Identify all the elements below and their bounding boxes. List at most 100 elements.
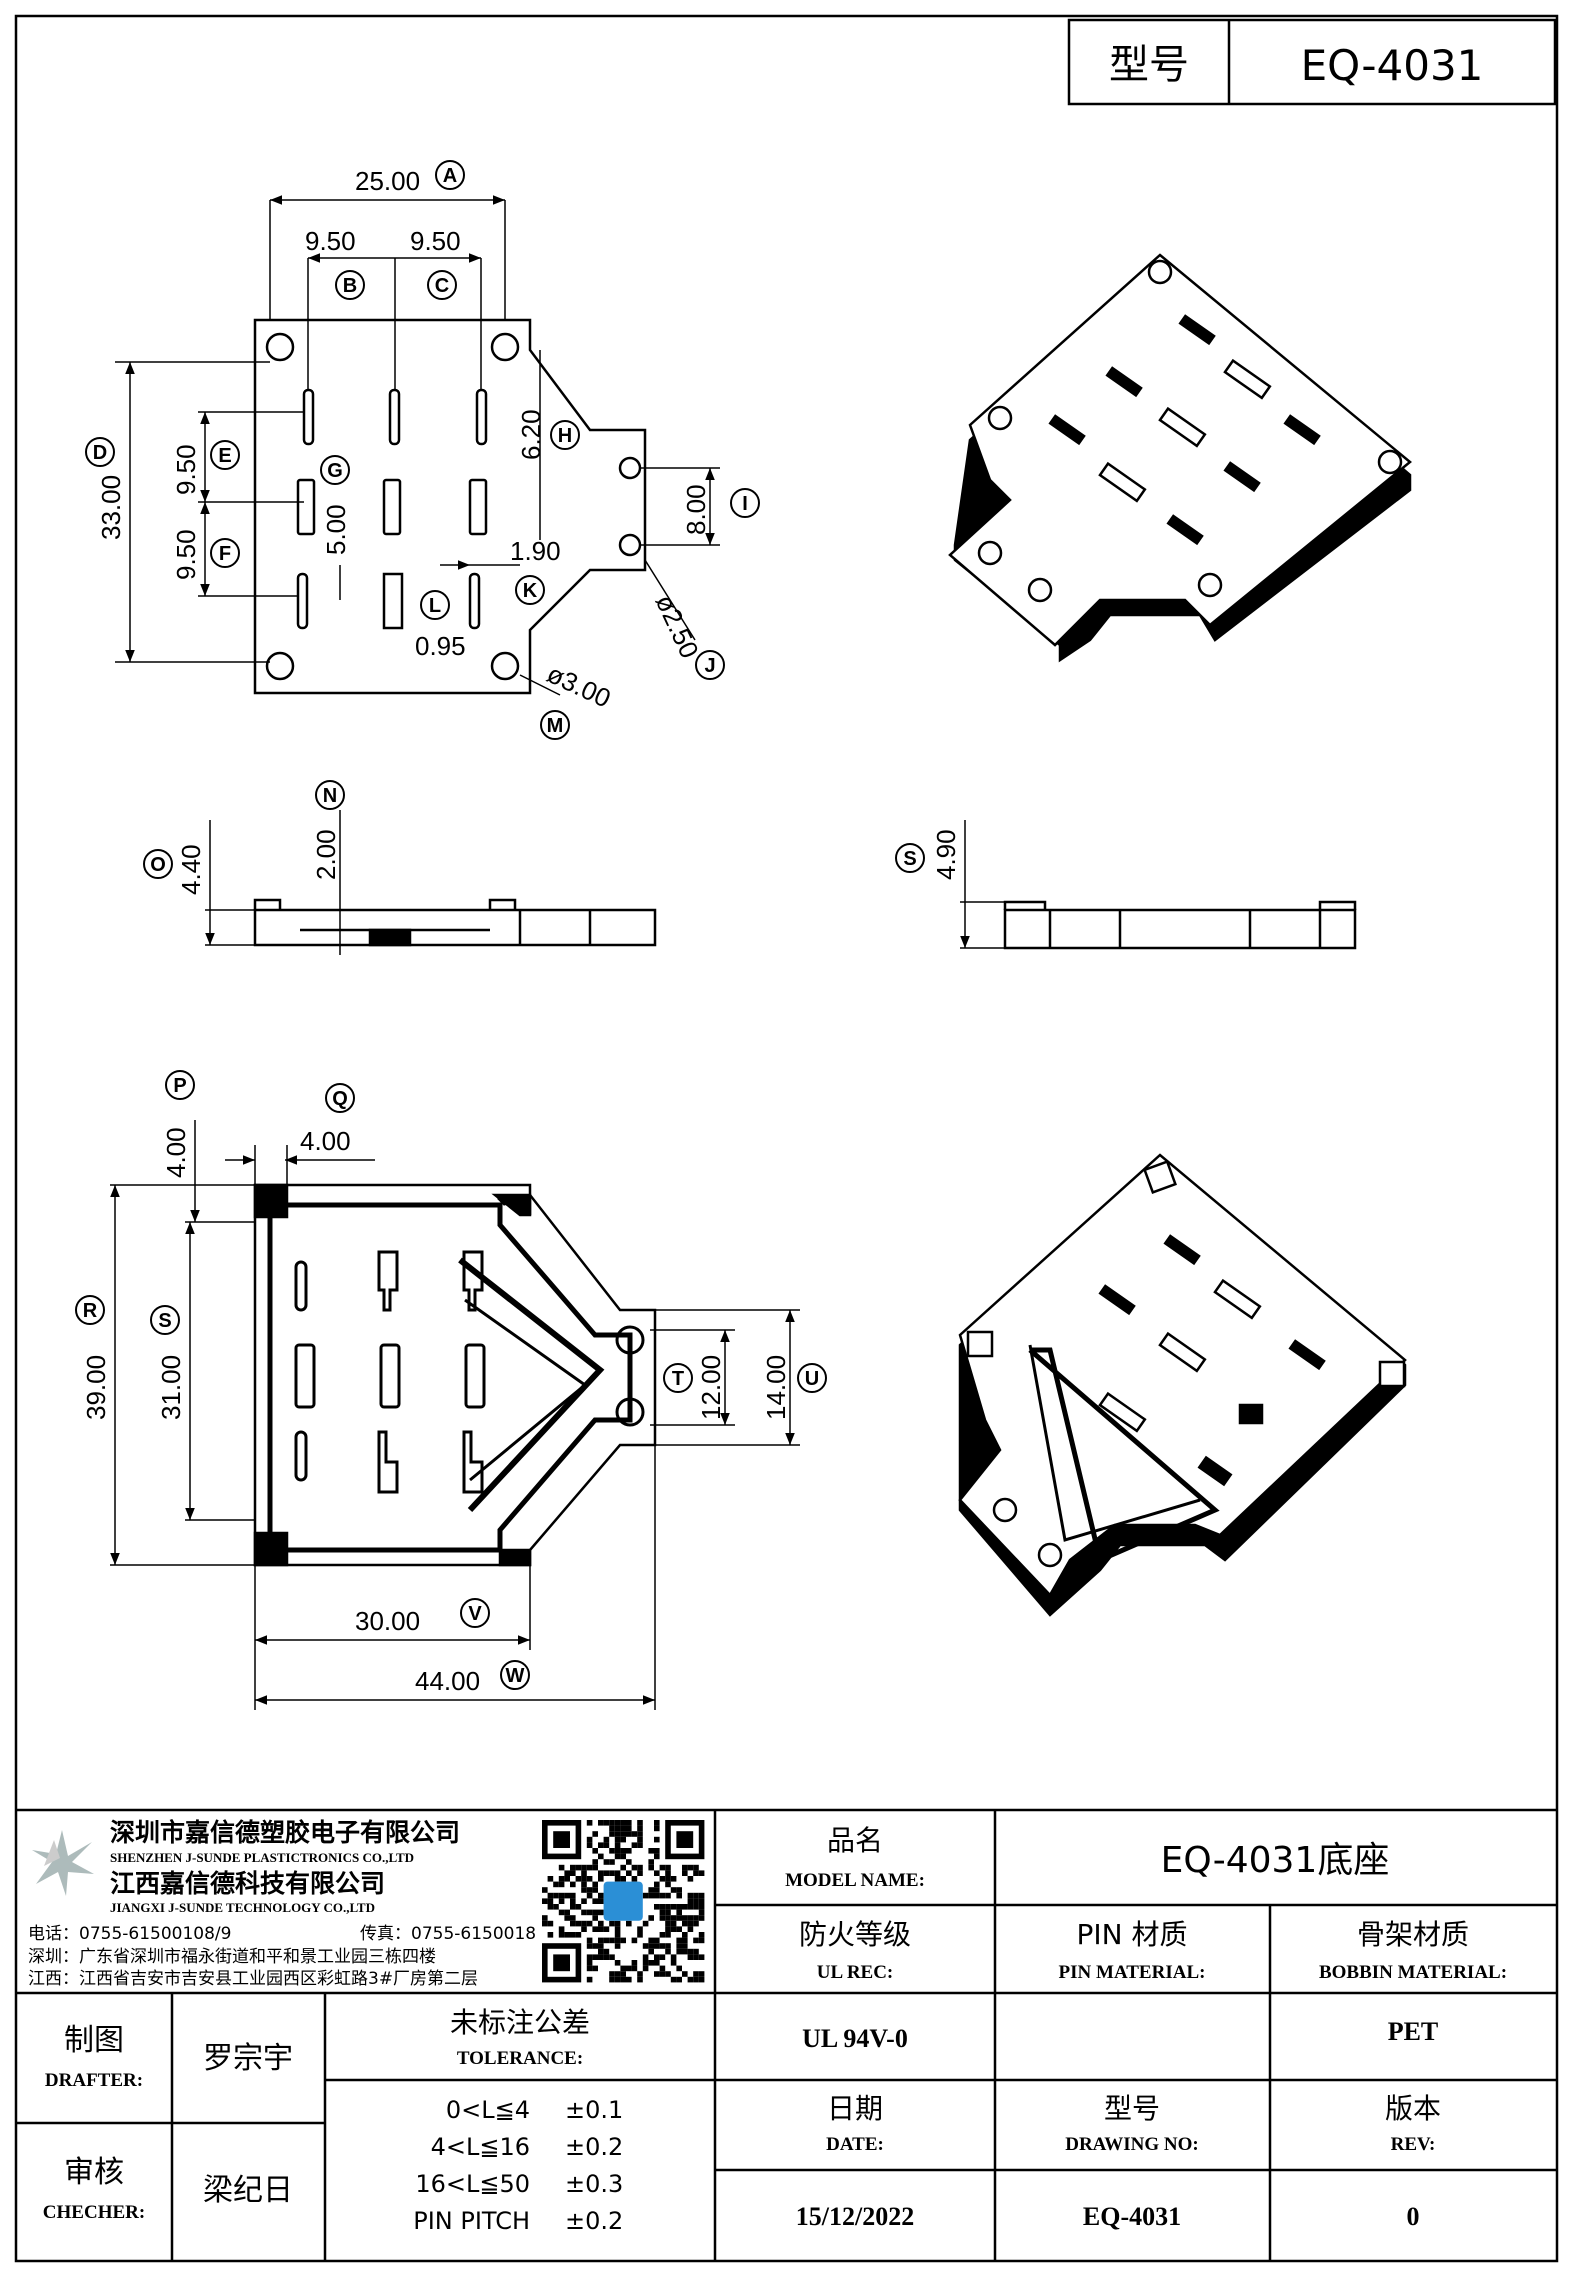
tol-range: 0<L≦4 — [446, 2096, 530, 2124]
callout-bubble — [85, 437, 115, 467]
callout-bubble — [315, 780, 345, 810]
model-name-cn: 品名 — [827, 1824, 883, 1857]
tol-range: 16<L≦50 — [415, 2170, 530, 2198]
tolerance-en: TOLERANCE: — [457, 2048, 583, 2069]
qr-logo-icon — [603, 1881, 643, 1921]
dim-N: 2.00 — [311, 829, 341, 880]
drafter-en: DRAFTER: — [45, 2070, 143, 2091]
callout-bubble — [895, 843, 925, 873]
callout-letter: N — [323, 785, 337, 807]
top-view-dimensions — [115, 195, 720, 696]
dim-M: ø3.00 — [542, 658, 615, 713]
bobbin-material-en: BOBBIN MATERIAL: — [1319, 1962, 1507, 1983]
callout-bubble — [550, 420, 580, 450]
callout-bubble — [165, 1070, 195, 1100]
callout-bubble — [210, 538, 240, 568]
rev-value: 0 — [1407, 2202, 1420, 2231]
company-name-cn1: 深圳市嘉信德塑胶电子有限公司 — [110, 1818, 460, 1847]
callout-letter: F — [219, 543, 231, 565]
callout-letter: T — [672, 1368, 684, 1390]
pin-material-cn: PIN 材质 — [1077, 1918, 1188, 1951]
callout-letter: S — [158, 1310, 171, 1332]
callout-bubble — [75, 1295, 105, 1325]
dim-P: 4.00 — [161, 1127, 191, 1178]
callout-bubble — [695, 650, 725, 680]
iso-view-bottom — [958, 1153, 1407, 1617]
company-phone: 电话：0755-61500108/9 — [28, 1924, 231, 1944]
callout-bubble — [730, 488, 760, 518]
dim-D: 33.00 — [96, 475, 126, 540]
bobbin-material-value: PET — [1388, 2017, 1439, 2046]
tol-value: ±0.2 — [565, 2207, 623, 2235]
dim-H: 6.20 — [516, 409, 546, 460]
dim-O: 4.40 — [176, 844, 206, 895]
tol-value: ±0.3 — [565, 2170, 623, 2198]
dim-B: 9.50 — [305, 226, 356, 256]
bottom-view — [253, 1183, 657, 1567]
callout-bubble — [420, 590, 450, 620]
callout-letter: B — [343, 275, 357, 297]
callout-letter: Q — [332, 1088, 348, 1110]
tolerance-cn: 未标注公差 — [450, 2006, 590, 2039]
callout-bubble — [210, 440, 240, 470]
callout-letter: V — [468, 1603, 482, 1625]
company-name-en2: JIANGXI J-SUNDE TECHNOLOGY CO.,LTD — [110, 1900, 375, 1915]
callout-letter: G — [327, 460, 343, 482]
pin-material-en: PIN MATERIAL: — [1059, 1962, 1206, 1983]
callout-letter: H — [558, 425, 572, 447]
drafter-value: 罗宗宇 — [203, 2041, 293, 2076]
dim-R: 39.00 — [81, 1355, 111, 1420]
dim-W: 44.00 — [415, 1666, 480, 1696]
dim-A: 25.00 — [355, 166, 420, 196]
model-name-en: MODEL NAME: — [785, 1870, 925, 1891]
dim-S: 31.00 — [156, 1355, 186, 1420]
drawing-no-cn: 型号 — [1104, 2092, 1160, 2125]
checker-value: 梁纪日 — [203, 2173, 293, 2208]
callout-bubble — [515, 575, 545, 605]
top-view — [253, 318, 647, 695]
dim-G: 5.00 — [321, 504, 351, 555]
model-box-value: EQ-4031 — [1301, 41, 1484, 90]
tol-range: PIN PITCH — [413, 2207, 530, 2235]
callout-bubble — [500, 1660, 530, 1690]
company-name-en1: SHENZHEN J-SUNDE PLASTICTRONICS CO.,LTD — [110, 1850, 414, 1865]
top-view-outline — [253, 318, 647, 695]
side-view-right — [960, 820, 1357, 950]
side-view-front — [205, 810, 657, 955]
callout-bubble — [435, 160, 465, 190]
tol-value: ±0.1 — [565, 2096, 623, 2124]
dim-K: 1.90 — [510, 536, 561, 566]
dim-J: ø2.50 — [650, 590, 705, 663]
company-logo — [32, 1830, 94, 1896]
date-cn: 日期 — [827, 2092, 883, 2125]
ul-rec-value: UL 94V-0 — [802, 2024, 908, 2053]
callout-letter: K — [523, 580, 538, 602]
callout-bubble — [427, 270, 457, 300]
callout-letter: E — [218, 445, 231, 467]
qr-code — [537, 1815, 707, 1985]
callout-letter: A — [443, 165, 457, 187]
callout-letter: C — [435, 275, 449, 297]
ul-rec-en: UL REC: — [817, 1962, 894, 1983]
date-en: DATE: — [826, 2134, 884, 2155]
callout-bubble — [320, 455, 350, 485]
callout-letter: L — [429, 595, 441, 617]
callout-bubble — [150, 1305, 180, 1335]
callout-letter: U — [805, 1368, 819, 1390]
drawing-no-value: EQ-4031 — [1083, 2202, 1181, 2231]
company-fax: 传真：0755-61500185 — [360, 1924, 547, 1944]
callout-letter: M — [547, 715, 564, 737]
checker-en: CHECHER: — [43, 2202, 145, 2223]
callout-bubble — [540, 710, 570, 740]
callout-bubble — [797, 1363, 827, 1393]
dim-S2: 4.90 — [931, 829, 961, 880]
callout-bubble — [663, 1363, 693, 1393]
callout-letter: O — [150, 854, 166, 876]
tol-value: ±0.2 — [565, 2133, 623, 2161]
company-name-cn2: 江西嘉信德科技有限公司 — [110, 1869, 385, 1898]
dim-L: 0.95 — [415, 631, 466, 661]
dim-V: 30.00 — [355, 1606, 420, 1636]
callout-letter: D — [93, 442, 107, 464]
